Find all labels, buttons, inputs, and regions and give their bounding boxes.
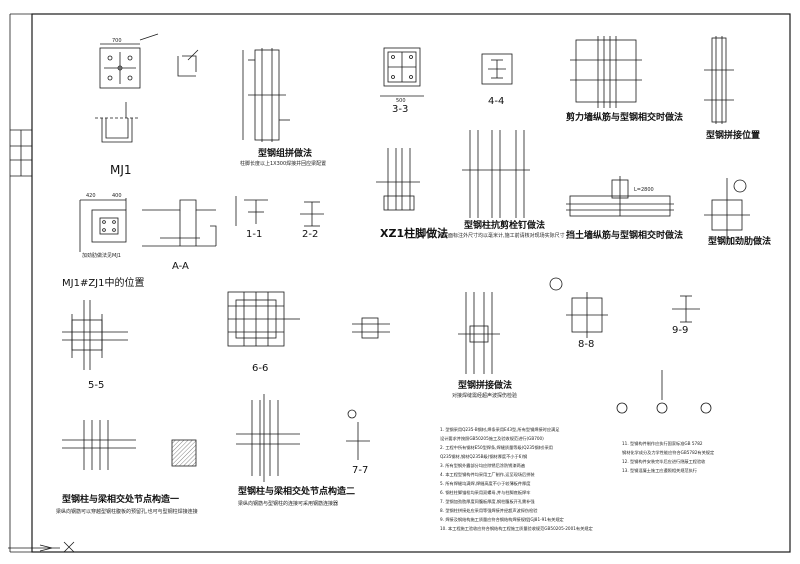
section-8-8-label: 8-8 (578, 339, 595, 350)
note-line: 10. 本工程施工验收应符合钢结构工程施工质量验收规范GB50205-2001有… (440, 526, 593, 531)
stud-method-title: 型钢柱抗剪栓钉做法 (464, 221, 546, 231)
retaining-wall-drawing (566, 176, 674, 217)
steel-assembly-drawing (242, 48, 290, 142)
splice-position-title: 型钢拼接位置 (706, 131, 761, 141)
mj1-zj1-location (79, 198, 127, 252)
node-detail-2 (236, 394, 300, 482)
dim-420: 420 (86, 193, 96, 199)
splice-method-title: 型钢拼接做法 (458, 381, 513, 391)
a-a-label: A-A (172, 261, 189, 272)
note-line: 3. 所有型钢外露部分均应除锈后涂防锈漆两遍 (440, 463, 525, 468)
note-line: 8. 型钢柱拼接处应采用等强焊接并经超声波探伤检验 (440, 508, 538, 513)
note-line: Q235钢材,钢材Q235B级(钢材厚度不小于6)钢 (440, 454, 528, 459)
section-5-5-label: 5-5 (88, 380, 105, 391)
section-7-7 (346, 409, 370, 460)
l2800-label: L=2800 (634, 187, 654, 193)
note-line: 13. 型钢混凝土施工应遵照相关规范执行 (622, 468, 697, 473)
section-3-3 (380, 47, 424, 97)
dim-700: 700 (112, 38, 122, 44)
note-line: 钢材化学成分及力学性能应符合GB5782有关规定 (622, 450, 715, 455)
note-line: 6. 钢柱柱脚锚栓均采用双螺母,并与柱脚底板焊牢 (440, 490, 531, 495)
node-detail-1 (62, 420, 197, 470)
mj1-side-detail (177, 49, 199, 77)
note-line: 9. 焊接及钢结构施工质量应符合钢结构焊接规程JGJ81-91有关规定 (440, 517, 564, 522)
callout-circles (616, 370, 712, 414)
retaining-wall-title: 挡土墙纵筋与型钢相交时做法 (566, 231, 684, 241)
section-4-4 (481, 53, 513, 85)
shear-wall-title: 剪力墙纵筋与型钢相交时做法 (566, 113, 684, 123)
xz1-title: XZ1柱脚做法 (380, 227, 449, 240)
splice-bolt-detail (352, 317, 390, 339)
note-line: 12. 型钢构件安装完毕后应进行隐蔽工程验收 (622, 459, 706, 464)
stud-method-drawing (462, 130, 530, 218)
section-5-5 (62, 300, 128, 370)
dim-400: 400 (112, 193, 122, 199)
note-line: 1. 型钢采用Q235-B钢材,焊条采用E43型,所有型钢焊接时应满足 (440, 427, 560, 432)
section-6-6 (227, 291, 300, 347)
node-2-note: 梁纵向钢筋与型钢柱的连接可采用钢筋连接器 (238, 501, 339, 507)
mj1-zj1-label: MJ1#ZJ1中的位置 (62, 278, 145, 289)
steel-assembly-note: 柱脚长度以上1X300焊接并回应梁配置 (240, 161, 327, 167)
section-a-a (142, 199, 217, 247)
splice-method-note: 对接焊缝需经超声波探伤检验 (452, 393, 518, 399)
anchor-note: 加劲肋做法见MJ1 (82, 253, 121, 259)
sheet-border (31, 13, 791, 553)
xz1-column-foot (376, 148, 420, 211)
note-line: 4. 本工程型钢构件均采用工厂制作,运至现场后拼装 (440, 472, 535, 477)
node-1-title: 型钢柱与梁相交处节点构造一 (62, 495, 180, 505)
splice-method-drawing (458, 292, 500, 374)
section-9-9-label: 9-9 (672, 325, 689, 336)
dim-500: 500 (396, 98, 406, 104)
section-4-4-label: 4-4 (488, 96, 505, 107)
section-2-2 (300, 201, 324, 227)
section-7-7-label: 7-7 (352, 465, 369, 476)
section-1-1-label: 1-1 (246, 229, 263, 240)
section-1-1 (235, 196, 268, 226)
stiffener-title: 型钢加劲肋做法 (708, 237, 772, 247)
note-line: 设计要求并按照GB50205施工及验收规范进行(GB700) (440, 436, 544, 441)
mj1-section-u (95, 102, 140, 143)
stud-method-note: 除平面标注外尺寸均以毫米计,施工前请核对现场实际尺寸 (438, 233, 565, 239)
splice-position-drawing (704, 36, 734, 124)
note-line: 5. 所有焊缝均满焊,焊缝高度不小于较薄板件厚度 (440, 481, 531, 486)
note-line: 7. 型钢加劲肋厚度同腹板厚度,钢柱腹板开孔需补强 (440, 499, 535, 504)
stiffener-drawing (704, 178, 750, 244)
note-line: 11. 型钢构件制作应执行国家标准GB 5782 (622, 441, 703, 446)
section-9-9 (672, 295, 700, 323)
section-3-3-label: 3-3 (392, 104, 409, 115)
section-8-8 (549, 277, 608, 338)
shear-wall-drawing (570, 36, 642, 108)
section-2-2-label: 2-2 (302, 229, 319, 240)
ucs-axis-icon (8, 541, 75, 553)
steel-assembly-title: 型钢组拼做法 (258, 149, 313, 159)
section-6-6-label: 6-6 (252, 363, 269, 374)
node-2-title: 型钢柱与梁相交处节点构造二 (238, 487, 356, 497)
note-line: 2. 工程中所有钢材E50型焊条,焊缝质量等级(Q235钢材)采用 (440, 445, 553, 450)
node-1-note: 梁纵向钢筋可以穿越型钢柱腹板的预留孔,也可与型钢柱焊接连接 (56, 509, 198, 515)
mj1-plate (99, 33, 159, 89)
mj1-label: MJ1 (110, 163, 132, 177)
